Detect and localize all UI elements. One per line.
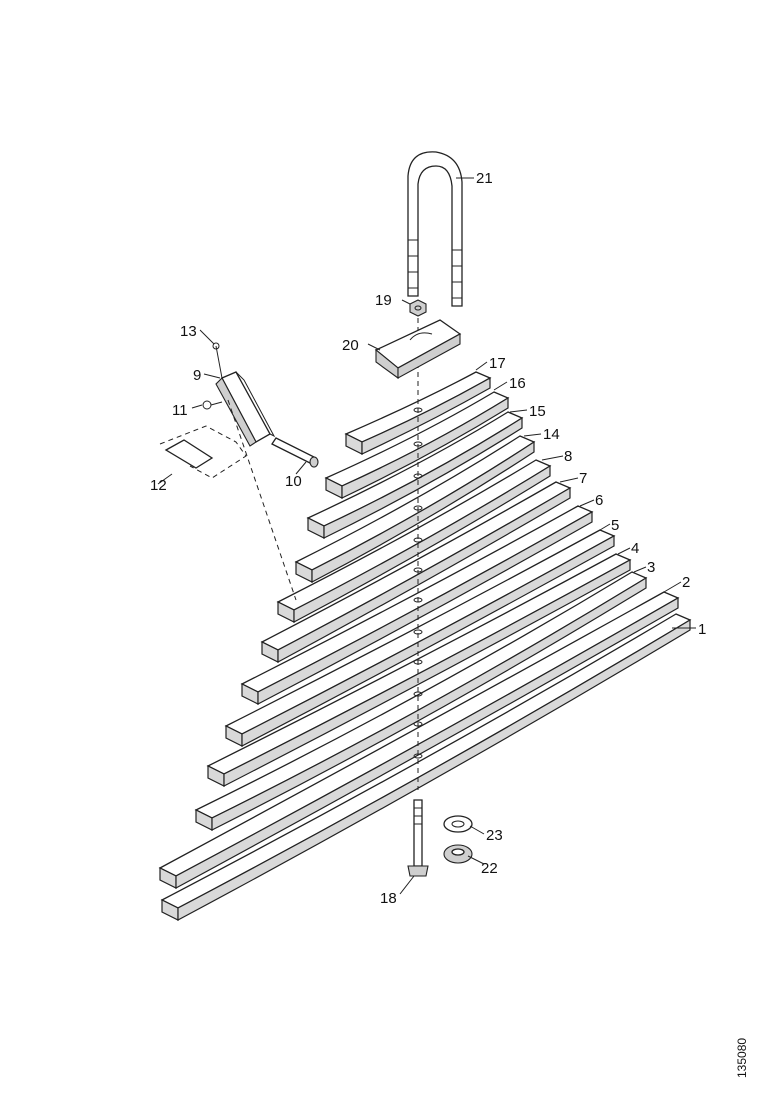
callout-15: 15 bbox=[529, 403, 546, 420]
callout-20: 20 bbox=[342, 337, 359, 354]
centre-nut bbox=[409, 299, 427, 317]
callout-8: 8 bbox=[564, 448, 572, 465]
callout-9: 9 bbox=[193, 367, 201, 384]
leaf-14 bbox=[294, 435, 536, 583]
callout-21: 21 bbox=[476, 170, 493, 187]
callout-11: 11 bbox=[172, 402, 188, 419]
leaf-16 bbox=[324, 391, 510, 499]
centre-bolt bbox=[407, 799, 429, 877]
callout-5: 5 bbox=[611, 517, 619, 534]
leaf-2 bbox=[158, 591, 680, 890]
clip-23 bbox=[443, 815, 473, 833]
leaf-17 bbox=[344, 371, 492, 455]
callout-14: 14 bbox=[543, 426, 560, 443]
leaf-5 bbox=[224, 529, 616, 747]
callout-13: 13 bbox=[180, 323, 197, 340]
callout-4: 4 bbox=[631, 540, 639, 557]
callout-10: 10 bbox=[285, 473, 302, 490]
u-bolt bbox=[407, 151, 463, 307]
leaf-6 bbox=[240, 505, 594, 705]
leaf-8 bbox=[276, 459, 552, 623]
drawing-code: 135080 bbox=[735, 1038, 749, 1078]
leaf-15 bbox=[306, 411, 524, 539]
callout-12: 12 bbox=[150, 477, 167, 494]
callout-2: 2 bbox=[682, 574, 690, 591]
callout-23: 23 bbox=[486, 827, 503, 844]
leader-lines bbox=[157, 177, 696, 895]
callout-17: 17 bbox=[489, 355, 506, 372]
spring-bracket bbox=[159, 342, 319, 601]
clip-22 bbox=[443, 844, 473, 864]
callout-3: 3 bbox=[647, 559, 655, 576]
callout-6: 6 bbox=[595, 492, 603, 509]
callout-18: 18 bbox=[380, 890, 397, 907]
callout-16: 16 bbox=[509, 375, 526, 392]
saddle-plate bbox=[374, 319, 462, 380]
callout-19: 19 bbox=[375, 292, 392, 309]
callout-labels: 1 2 3 4 5 6 7 8 9 10 11 12 13 14 15 16 1… bbox=[150, 170, 706, 907]
callout-7: 7 bbox=[579, 470, 587, 487]
callout-1: 1 bbox=[698, 621, 706, 638]
callout-22: 22 bbox=[481, 860, 498, 877]
leaf-7 bbox=[260, 481, 572, 664]
leaf-1 bbox=[160, 613, 692, 922]
leaf-spring-stack bbox=[158, 318, 692, 922]
